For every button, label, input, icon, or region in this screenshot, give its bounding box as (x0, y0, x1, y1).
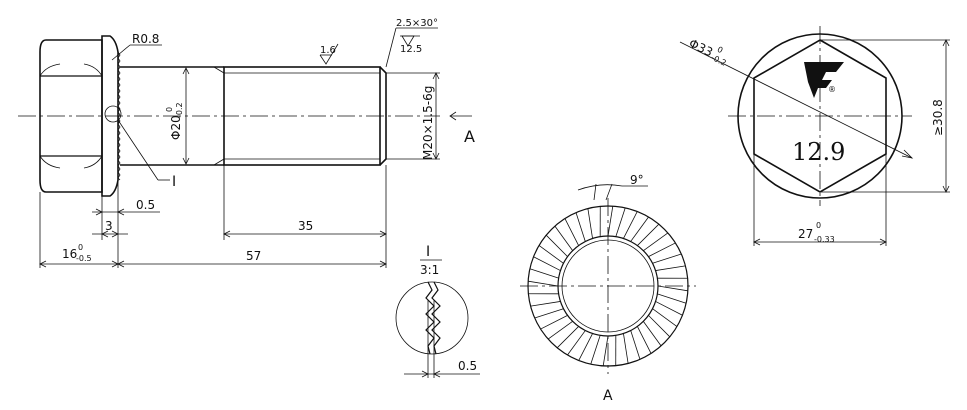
serration-tooth (623, 333, 629, 364)
serration-tooth (637, 326, 652, 354)
dim-16-tol-lower: -0.5 (76, 254, 92, 263)
serration-tooth (564, 218, 579, 246)
angle-9-label: 9° (630, 173, 644, 187)
across-flats-label: 27 (798, 227, 813, 241)
dim-3-label: 3 (105, 219, 113, 233)
across-flats-tol-lower: -0.33 (814, 235, 835, 244)
serration-tooth (643, 232, 669, 251)
across-corners-label: ≥30.8 (931, 99, 945, 136)
serration-tooth (540, 315, 568, 330)
serration-tooth (547, 321, 573, 340)
registered-mark: ® (828, 85, 836, 94)
serration-tooth (530, 301, 561, 307)
serration-tooth (528, 280, 559, 287)
serration-tooth (643, 321, 662, 347)
serration-tooth (567, 330, 586, 356)
grade-label: 12.9 (792, 138, 845, 166)
shank (120, 66, 387, 166)
serration-tooth (630, 330, 641, 360)
serration-tooth (648, 242, 676, 257)
serration-tooth (529, 268, 559, 279)
serration-tooth (587, 208, 593, 239)
shank-dia-tol: -0.2 (175, 102, 184, 118)
serration-tooth (575, 212, 586, 242)
serration-tooth (655, 301, 683, 316)
dim-35-label: 35 (298, 219, 313, 233)
serration-tooth (623, 211, 638, 239)
bolt-side-view: R0.8 2.5×30° 12.5 1.6 Φ20 0 -0.2 M20×1.5… (18, 18, 475, 268)
dim-16-tol-upper: 0 (78, 243, 83, 252)
serration-tooth (538, 245, 564, 264)
shank-dia-tol-upper: 0 (165, 107, 174, 112)
serration-tooth (545, 234, 568, 257)
detail-i-view: I 3:1 0.5 (395, 244, 480, 378)
detail-ref-label: I (172, 174, 176, 190)
dim-0-5-label: 0.5 (136, 198, 155, 212)
detail-scale: 3:1 (420, 263, 439, 277)
thread-label: M20×1.5-6g (421, 86, 435, 160)
dia-33-label: Φ33 (687, 36, 715, 59)
serration-tooth (556, 326, 579, 349)
hex-head (39, 39, 103, 193)
serration-tooth (533, 256, 561, 271)
detail-dim-label: 0.5 (458, 359, 477, 373)
maker-logo-icon (804, 62, 844, 98)
dim-16-label: 16 (62, 247, 77, 261)
serration-tooth (578, 333, 593, 361)
head-end-view: ® 12.9 Φ33 0 -0.2 ≥30.8 27 0 -0.33 (679, 26, 950, 246)
radius-leader (111, 44, 131, 61)
dia-33-tol-upper: 0 (716, 45, 725, 55)
detail-marker-circle (104, 105, 122, 123)
serration-tooth (652, 253, 682, 264)
serration-tooth (590, 335, 601, 365)
serration-tooth (655, 265, 686, 271)
dim-57-label: 57 (246, 249, 261, 263)
serration-tooth (637, 223, 660, 246)
serration-tooth (657, 285, 688, 292)
across-flats-tol-upper: 0 (816, 221, 821, 230)
serration-tooth (630, 216, 649, 242)
detail-title: I (426, 244, 430, 260)
serration-teeth (528, 206, 688, 366)
chamfer-label: 2.5×30° (396, 18, 438, 29)
view-a-flange: 9° A (520, 173, 696, 404)
dia-33-tol-lower: -0.2 (710, 53, 728, 68)
serration-tooth (615, 207, 626, 237)
serration-tooth (607, 206, 614, 237)
serration-tooth (652, 308, 678, 327)
serration-tooth (554, 225, 573, 251)
serration-tooth (657, 293, 687, 304)
view-a-label: A (464, 127, 475, 146)
roughness-1-6: 1.6 (320, 45, 336, 56)
serration-tooth (602, 335, 609, 366)
serration-tooth (648, 315, 671, 338)
serration-tooth (534, 308, 564, 319)
radius-label: R0.8 (132, 32, 159, 46)
roughness-12-5: 12.5 (400, 44, 422, 55)
view-a-bottom-label: A (603, 388, 613, 404)
shank-dia-label: Φ20 (169, 115, 183, 140)
